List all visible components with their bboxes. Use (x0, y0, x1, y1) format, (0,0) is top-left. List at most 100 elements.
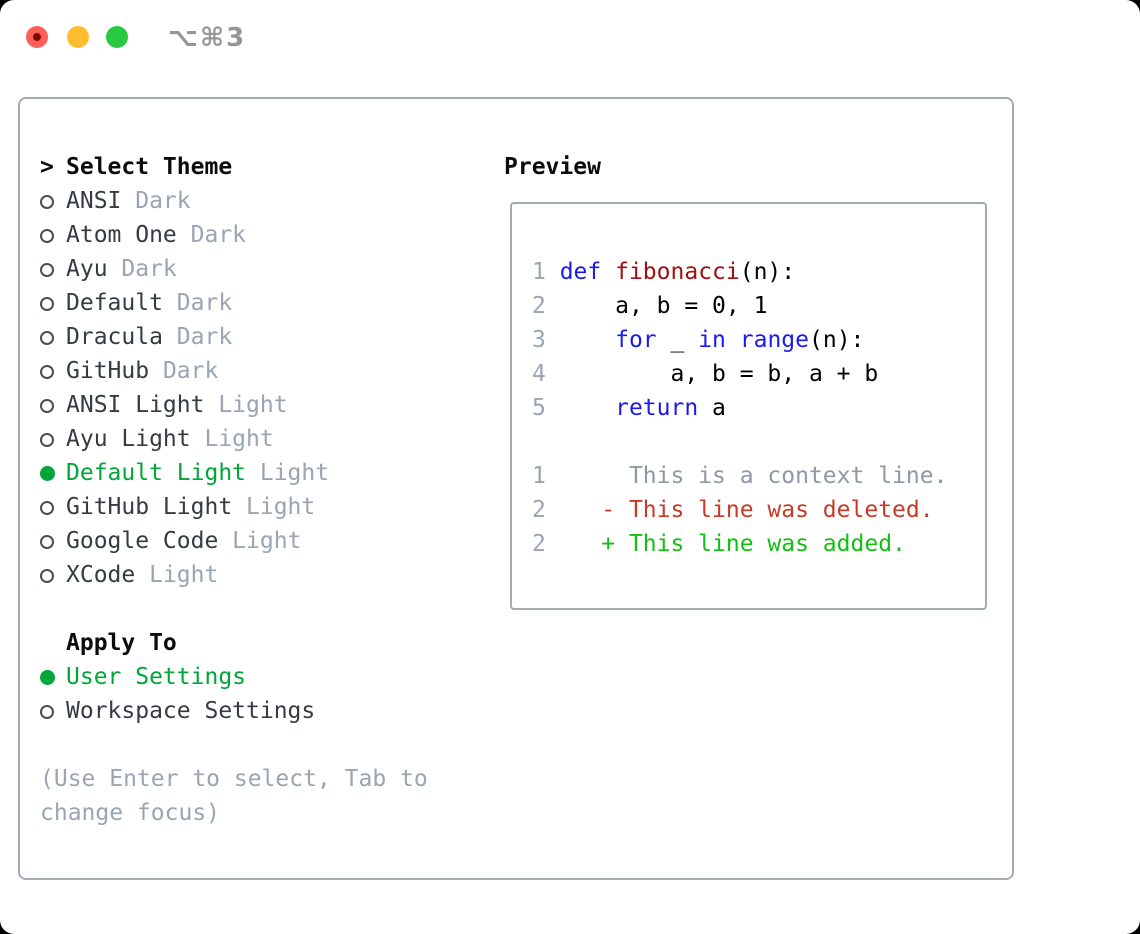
theme-option[interactable]: XCode Light (40, 558, 484, 592)
theme-option[interactable]: Ayu Light Light (40, 422, 484, 456)
theme-name: Default Light (66, 460, 247, 486)
theme-variant: Dark (176, 222, 247, 248)
apply-to-label: User Settings (66, 664, 247, 690)
radio-unselected-icon (40, 705, 54, 719)
theme-list-header: > Select Theme (40, 150, 484, 184)
theme-name: Ayu (66, 256, 108, 282)
radio-slot (40, 422, 66, 456)
radio-unselected-icon (40, 399, 54, 413)
minimize-button[interactable] (67, 26, 89, 48)
code-segment (560, 531, 602, 557)
radio-slot (40, 456, 66, 490)
theme-name: Ayu Light (66, 426, 191, 452)
theme-option[interactable]: ANSI Light Light (40, 388, 484, 422)
diff-context-line: 1 This is a context line. (532, 459, 985, 493)
radio-selected-icon (40, 670, 55, 685)
radio-slot (40, 286, 66, 320)
window-title: ⌥⌘3 (168, 23, 247, 53)
code-segment: (n): (809, 327, 865, 353)
radio-unselected-icon (40, 263, 54, 277)
code-segment: (n): (739, 259, 796, 285)
diff-added-line: 2 + This line was added. (532, 527, 985, 561)
radio-slot (40, 320, 66, 354)
code-segment (560, 497, 602, 523)
code-segment (560, 327, 615, 353)
code-segment: a, b = 0, 1 (559, 293, 768, 319)
apply-to-option[interactable]: Workspace Settings (40, 694, 484, 728)
code-segment: 1 (532, 259, 560, 285)
spacer (40, 728, 484, 762)
theme-option[interactable]: Default Dark (40, 286, 484, 320)
theme-option[interactable]: GitHub Dark (40, 354, 484, 388)
code-line: 2 a, b = 0, 1 (532, 289, 985, 323)
radio-slot (40, 490, 66, 524)
theme-option[interactable]: Ayu Dark (40, 252, 484, 286)
code-segment (726, 327, 740, 353)
apply-to-label: Workspace Settings (66, 698, 316, 724)
radio-unselected-icon (40, 569, 54, 583)
help-text: (Use Enter to select, Tab to change focu… (40, 766, 428, 826)
theme-variant: Dark (162, 324, 233, 350)
title-bar: ⌥⌘3 (0, 0, 1140, 75)
theme-name: ANSI (66, 188, 122, 214)
radio-unselected-icon (40, 365, 54, 379)
selection-cursor: > (40, 154, 68, 180)
code-segment: def (559, 259, 602, 285)
close-button[interactable] (26, 26, 48, 48)
code-segment: This is a context line. (559, 463, 948, 489)
theme-name: GitHub (66, 358, 150, 384)
theme-variant: Light (135, 562, 219, 588)
code-segment: 3 (532, 327, 560, 353)
code-segment: for (615, 327, 657, 353)
theme-option[interactable]: Google Code Light (40, 524, 484, 558)
radio-unselected-icon (40, 331, 54, 345)
theme-variant: Light (204, 392, 288, 418)
apply-to-header: Apply To (40, 626, 484, 660)
diff-deleted-line: 2 - This line was deleted. (532, 493, 985, 527)
theme-variant: Light (246, 460, 330, 486)
blank-line (532, 221, 985, 255)
preview-column: Preview 1 def fibonacci(n):2 a, b = 0, 1… (504, 150, 1004, 610)
theme-name: Atom One (66, 222, 177, 248)
theme-variant: Dark (162, 290, 233, 316)
theme-option[interactable]: Default Light Light (40, 456, 484, 490)
apply-to-option[interactable]: User Settings (40, 660, 484, 694)
theme-variant: Dark (149, 358, 219, 384)
theme-option[interactable]: GitHub Light Light (40, 490, 484, 524)
preview-title: Preview (504, 154, 601, 180)
radio-slot (40, 218, 66, 252)
theme-option[interactable]: ANSI Dark (40, 184, 484, 218)
apply-to-title: Apply To (66, 630, 177, 656)
radio-slot (40, 354, 66, 388)
radio-slot (40, 558, 66, 592)
code-segment: return (615, 395, 699, 421)
radio-unselected-icon (40, 535, 54, 549)
code-segment: 5 (532, 395, 560, 421)
theme-name: Default (66, 290, 163, 316)
theme-option[interactable]: Dracula Dark (40, 320, 484, 354)
spacer (40, 592, 484, 626)
code-line: 5 return a (532, 391, 985, 425)
code-segment: range (739, 327, 809, 353)
zoom-button[interactable] (106, 26, 128, 48)
radio-slot (40, 184, 66, 218)
code-line: 1 def fibonacci(n): (532, 255, 985, 289)
radio-unselected-icon (40, 501, 54, 515)
theme-option[interactable]: Atom One Dark (40, 218, 484, 252)
code-segment: 2 (532, 497, 560, 523)
code-segment: 2 (532, 531, 560, 557)
radio-unselected-icon (40, 297, 54, 311)
code-segment: + This line was added. (601, 531, 906, 557)
theme-name: Google Code (66, 528, 219, 554)
theme-variant: Light (218, 528, 302, 554)
code-segment: _ (656, 327, 699, 353)
radio-slot (40, 524, 66, 558)
code-line: 3 for _ in range(n): (532, 323, 985, 357)
code-segment: 1 (532, 463, 560, 489)
code-segment: a (698, 395, 726, 421)
theme-name: XCode (66, 562, 136, 588)
code-segment (560, 395, 615, 421)
